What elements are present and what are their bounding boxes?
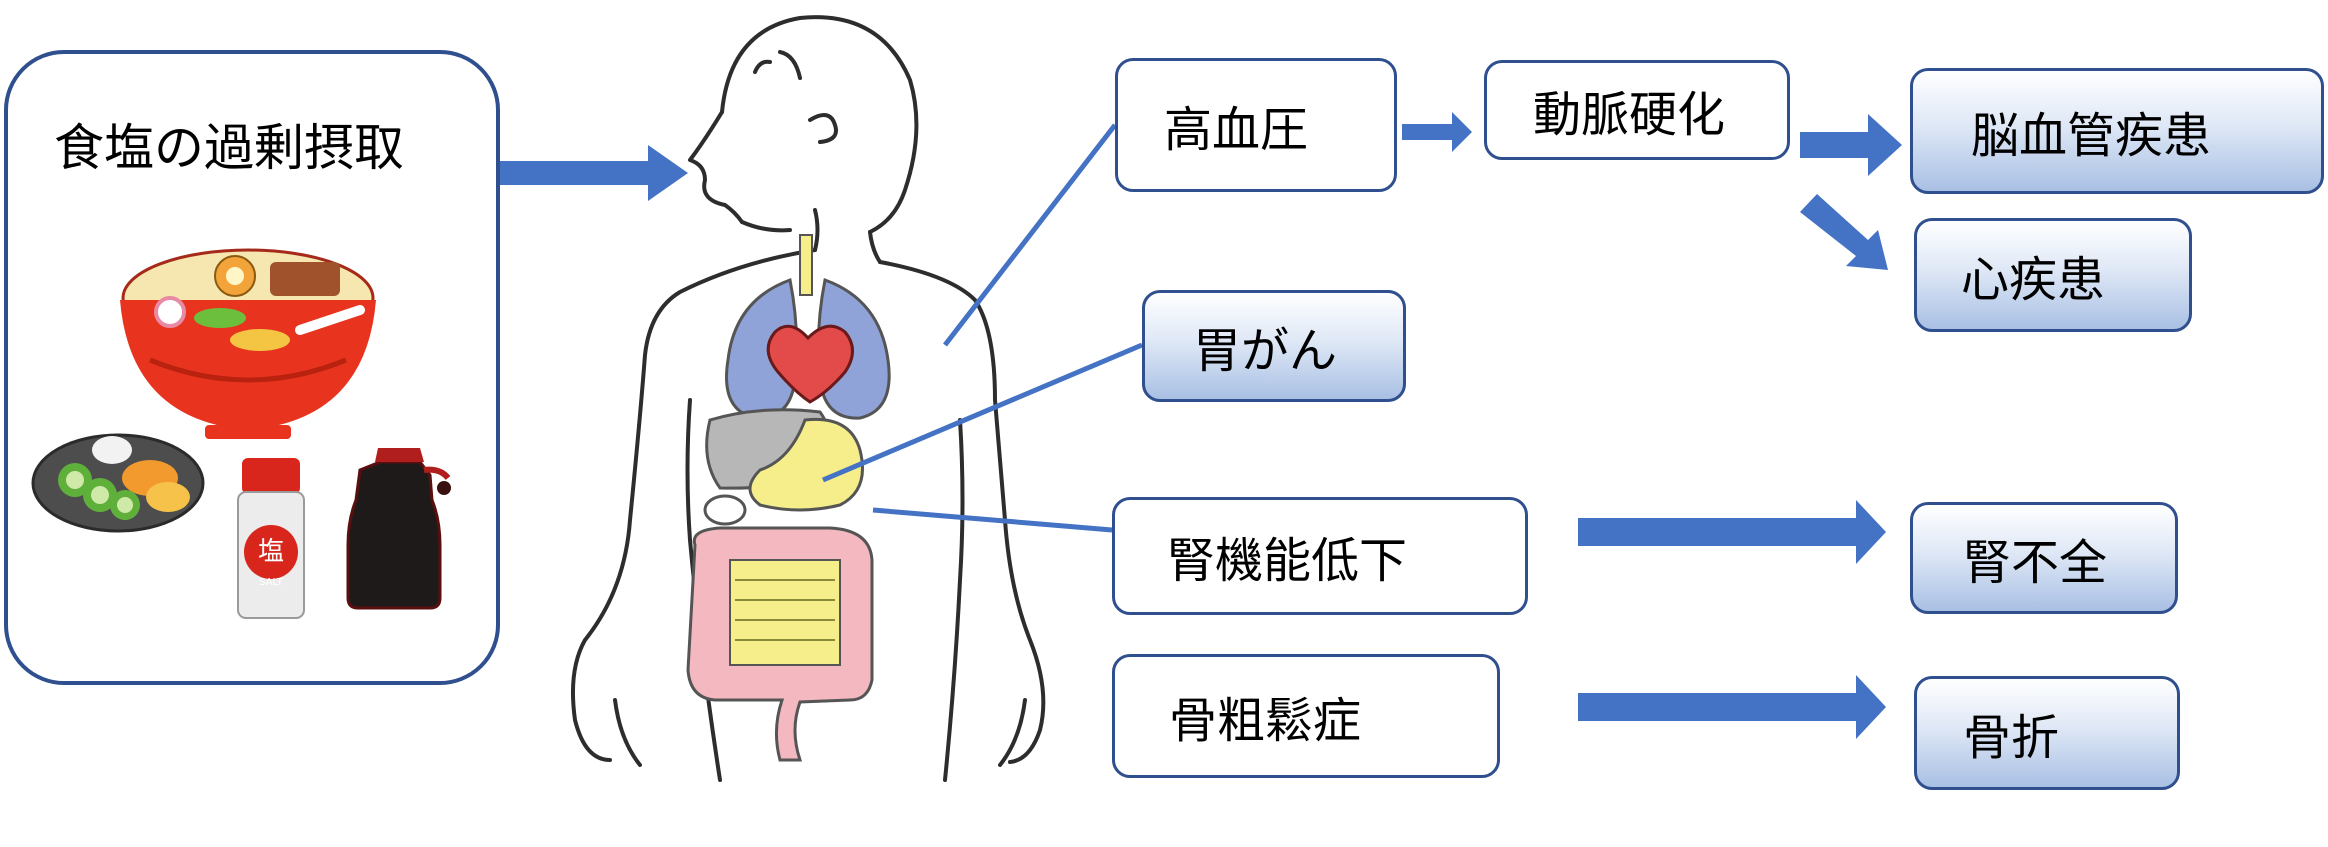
salt-shaker-sub-label: SALT xyxy=(259,577,284,588)
label-fracture: 骨折 xyxy=(1963,710,2060,766)
arrow-osteoporosis-to-fracture xyxy=(1578,675,1886,739)
box-osteoporosis: 骨粗鬆症 xyxy=(1112,654,1500,778)
box-hypertension: 高血圧 xyxy=(1115,58,1397,192)
stomach-icon xyxy=(748,417,864,512)
ramen-bowl-icon xyxy=(120,248,376,439)
label-cerebrovascular: 脳血管疾患 xyxy=(1971,108,2212,164)
arrow-arteriosclerosis-to-heart xyxy=(1800,194,1888,270)
source-title: 食塩の過剰摂取 xyxy=(54,119,404,177)
pickles-plate-icon xyxy=(31,433,205,533)
connector-lines xyxy=(822,123,1143,533)
organs-group xyxy=(686,234,891,762)
box-heart-disease: 心疾患 xyxy=(1914,218,2192,332)
salt-shaker-label: 塩 xyxy=(258,537,284,567)
arrow-source-to-body xyxy=(500,145,688,201)
small-intestine-icon xyxy=(729,559,841,666)
box-fracture: 骨折 xyxy=(1914,676,2180,790)
label-osteoporosis: 骨粗鬆症 xyxy=(1169,693,1362,749)
box-kidney-decline: 腎機能低下 xyxy=(1112,497,1528,615)
connector-kidney xyxy=(872,507,1113,533)
box-stomach-cancer: 胃がん xyxy=(1142,290,1406,402)
label-kidney-decline: 腎機能低下 xyxy=(1167,533,1408,589)
box-kidney-failure: 腎不全 xyxy=(1910,502,2178,614)
label-heart-disease: 心疾患 xyxy=(1961,252,2106,308)
soy-sauce-bottle-icon xyxy=(346,448,451,610)
heart-icon xyxy=(766,324,854,404)
label-arteriosclerosis: 動脈硬化 xyxy=(1533,87,1726,143)
connector-hypertension xyxy=(943,123,1117,347)
label-stomach-cancer: 胃がん xyxy=(1193,323,1338,379)
label-hypertension: 高血圧 xyxy=(1164,102,1309,158)
box-arteriosclerosis: 動脈硬化 xyxy=(1484,60,1790,160)
arrow-kidney-to-failure xyxy=(1578,500,1886,564)
label-kidney-failure: 腎不全 xyxy=(1963,535,2108,591)
human-body-icon xyxy=(570,15,1046,782)
salt-shaker-icon: 塩 SALT xyxy=(237,458,305,619)
arrow-hypertension-to-arteriosclerosis xyxy=(1402,112,1472,152)
arrow-arteriosclerosis-to-cerebrovascular xyxy=(1800,114,1902,176)
box-cerebrovascular: 脳血管疾患 xyxy=(1910,68,2324,194)
connector-stomach-cancer xyxy=(822,342,1143,483)
